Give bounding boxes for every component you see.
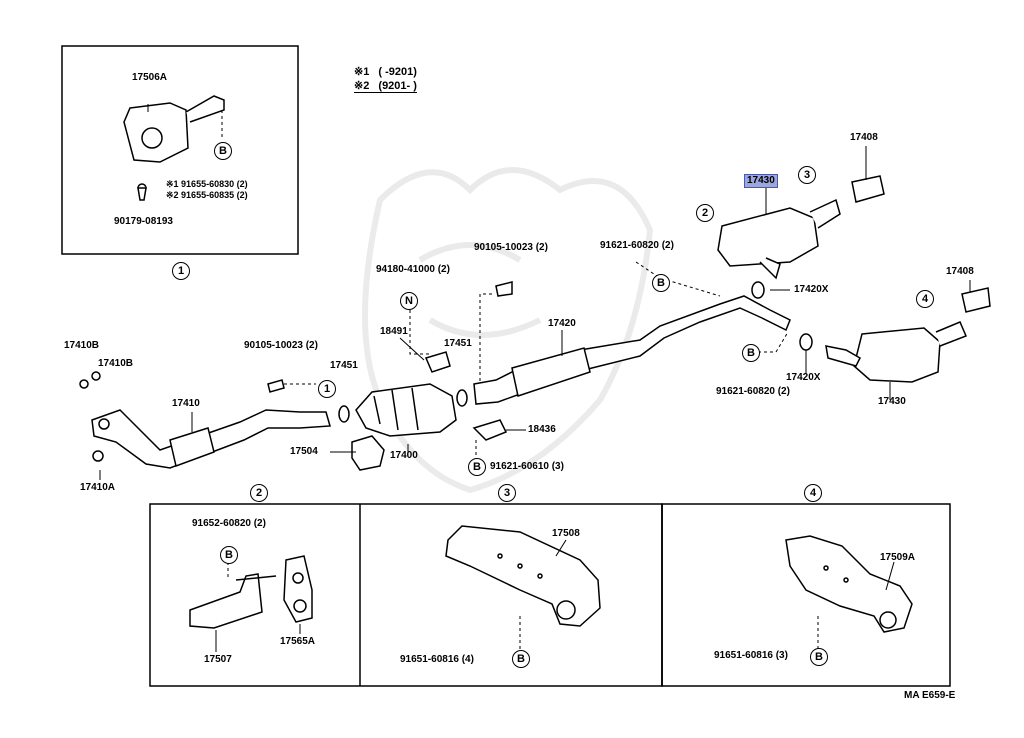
legend-note-2-mark: ※2 bbox=[354, 80, 370, 92]
part-label-bolt-1: ※1 91655-60830 (2) bbox=[166, 179, 248, 189]
callout-2: 2 bbox=[696, 204, 714, 222]
inset-index-1: 1 bbox=[172, 262, 190, 280]
part-label-91621-mid: 91621-60610 (3) bbox=[490, 461, 564, 472]
part-label-91651-panel3: 91651-60816 (4) bbox=[400, 654, 474, 665]
part-label-17420X-bottom: 17420X bbox=[786, 372, 821, 383]
part-label-17430-highlighted[interactable]: 17430 bbox=[744, 174, 778, 188]
part-label-90105-top: 90105-10023 (2) bbox=[474, 242, 548, 253]
part-label-17410B-1: 17410B bbox=[64, 340, 100, 351]
panel-index-3: 3 bbox=[498, 484, 516, 502]
part-label-bolt-2: ※2 91655-60835 (2) bbox=[166, 190, 248, 200]
legend-note-2-text: (9201- ) bbox=[378, 80, 417, 92]
bolt-marker-b: B bbox=[214, 142, 232, 160]
muffler-17430-lower-drawing bbox=[853, 327, 941, 383]
part-label-17408-right: 17408 bbox=[946, 266, 974, 277]
part-label-17408-top: 17408 bbox=[850, 132, 878, 143]
part-label-17400: 17400 bbox=[390, 450, 418, 461]
muffler-17430-upper-drawing bbox=[717, 207, 819, 267]
part-label-91621-bottom: 91621-60820 (2) bbox=[716, 386, 790, 397]
part-label-90179: 90179-08193 bbox=[114, 216, 173, 227]
part-label-17410B-2: 17410B bbox=[98, 358, 134, 369]
part-label-17420X-top: 17420X bbox=[794, 284, 829, 295]
part-label-17506A: 17506A bbox=[132, 72, 168, 83]
bolt-marker-b: B bbox=[742, 344, 760, 362]
insulator-17565A-drawing bbox=[283, 555, 313, 623]
part-label-91651-panel4: 91651-60816 (3) bbox=[714, 650, 788, 661]
callout-1: 1 bbox=[318, 380, 336, 398]
legend-note-2: ※2 (9201- ) bbox=[354, 80, 417, 93]
part-label-17410A: 17410A bbox=[80, 482, 116, 493]
hanger-17506A-drawing bbox=[123, 95, 225, 201]
bolt-marker-b: B bbox=[512, 650, 530, 668]
legend-note-1-mark: ※1 bbox=[354, 66, 370, 78]
panel-index-2: 2 bbox=[250, 484, 268, 502]
part-label-91621-top: 91621-60820 (2) bbox=[600, 240, 674, 251]
part-label-17451-b: 17451 bbox=[444, 338, 472, 349]
bracket-17509A-drawing bbox=[785, 535, 913, 633]
bracket-17507-drawing bbox=[189, 573, 277, 629]
part-label-18436: 18436 bbox=[528, 424, 556, 435]
nut-marker-n: N bbox=[400, 292, 418, 310]
part-label-17410: 17410 bbox=[172, 398, 200, 409]
part-label-17565A: 17565A bbox=[280, 636, 316, 647]
legend-note-1-text: ( -9201) bbox=[378, 66, 417, 78]
part-label-17509A: 17509A bbox=[880, 552, 916, 563]
part-label-17430-right: 17430 bbox=[878, 396, 906, 407]
callout-4: 4 bbox=[916, 290, 934, 308]
panel-index-4: 4 bbox=[804, 484, 822, 502]
bracket-17508-drawing bbox=[445, 525, 601, 627]
part-label-17507: 17507 bbox=[204, 654, 232, 665]
part-label-17508: 17508 bbox=[552, 528, 580, 539]
catalytic-converter-17400-drawing bbox=[355, 383, 457, 437]
part-label-90105-left: 90105-10023 (2) bbox=[244, 340, 318, 351]
legend-note-1: ※1 ( -9201) bbox=[354, 66, 417, 78]
part-label-18491: 18491 bbox=[380, 326, 408, 337]
part-label-17451-a: 17451 bbox=[330, 360, 358, 371]
part-label-91652: 91652-60820 (2) bbox=[192, 518, 266, 529]
bolt-marker-b: B bbox=[652, 274, 670, 292]
bolt-marker-b: B bbox=[468, 458, 486, 476]
bolt-marker-b: B bbox=[220, 546, 238, 564]
part-label-17504: 17504 bbox=[290, 446, 318, 457]
part-label-94180: 94180-41000 (2) bbox=[376, 264, 450, 275]
part-label-17420: 17420 bbox=[548, 318, 576, 329]
callout-3: 3 bbox=[798, 166, 816, 184]
bolt-marker-b: B bbox=[810, 648, 828, 666]
diagram-code: MA E659-E bbox=[904, 690, 956, 701]
